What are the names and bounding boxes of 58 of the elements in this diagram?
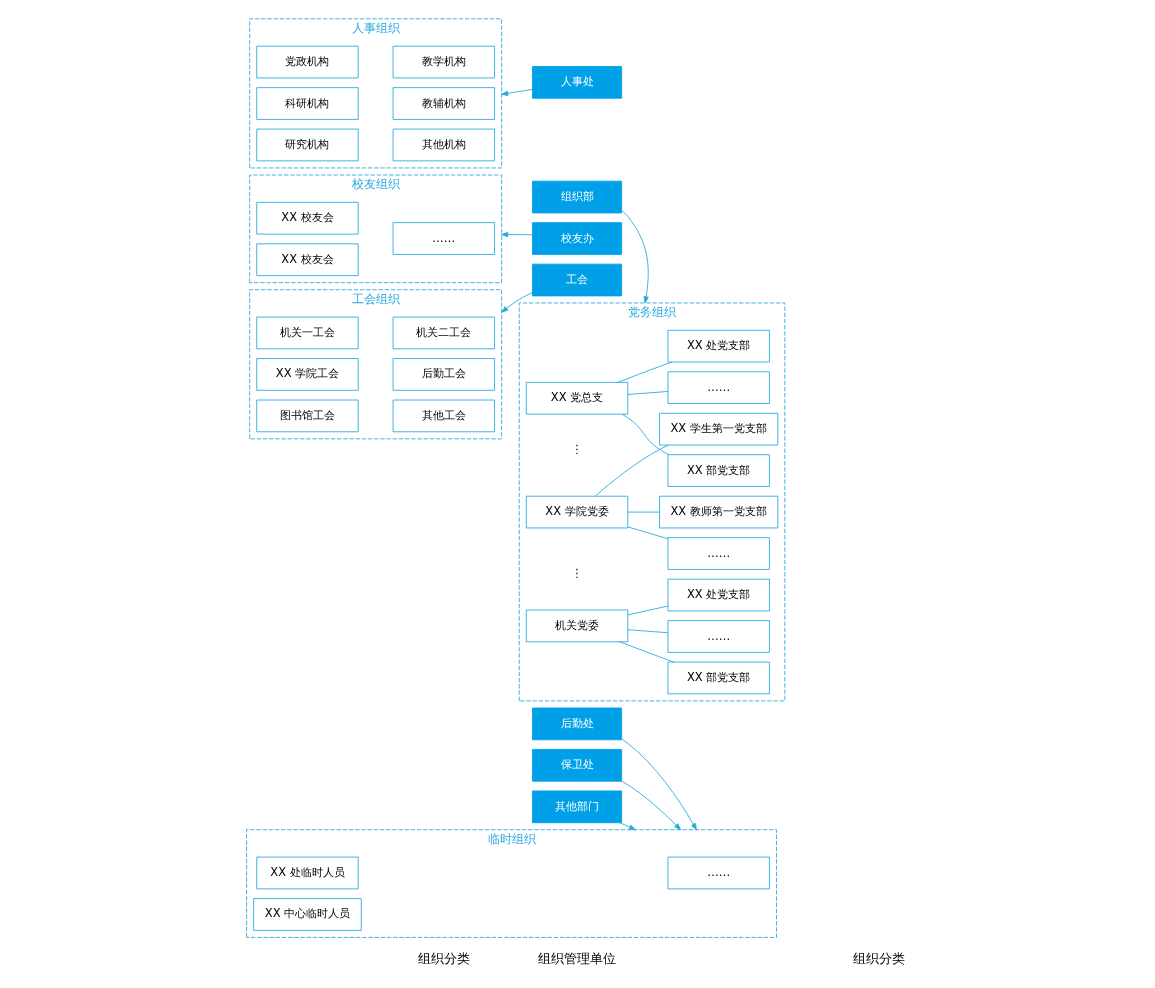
- node-box: XX 中心临时人员: [253, 898, 362, 931]
- node-box: 图书馆工会: [256, 399, 359, 433]
- node-box: 机关一工会: [256, 316, 359, 350]
- node-box: XX 部党支部: [667, 454, 770, 487]
- node-box: XX 学院党委: [525, 495, 629, 529]
- connector: [594, 444, 669, 497]
- node-box: 教学机构: [392, 45, 495, 79]
- node-box: ……: [667, 620, 770, 653]
- node-box: XX 处临时人员: [256, 856, 359, 890]
- connector: [617, 361, 673, 383]
- node-box: XX 党总支: [525, 381, 629, 415]
- label: ⋮: [571, 565, 583, 580]
- connector: [627, 629, 669, 634]
- connector: [627, 526, 669, 540]
- arrow: [621, 780, 682, 831]
- node-box: ……: [667, 371, 770, 404]
- node-box: 机关党委: [525, 609, 629, 643]
- node-box: XX 处党支部: [667, 329, 770, 363]
- arrow: [619, 822, 636, 831]
- node-box: 科研机构: [256, 87, 359, 120]
- node-box: 其他工会: [392, 399, 495, 433]
- label: ⋮: [571, 442, 583, 457]
- arrow: [501, 292, 533, 313]
- label: 组织分类: [417, 951, 470, 967]
- node-box: 其他部门: [532, 790, 623, 824]
- arrow: [621, 210, 649, 304]
- node-box: 人事处: [532, 66, 623, 99]
- node-box: XX 学院工会: [256, 358, 359, 391]
- node-box: 组织部: [532, 180, 623, 214]
- node-box: 机关二工会: [392, 316, 495, 350]
- node-box: XX 校友会: [256, 243, 359, 277]
- arrow: [621, 738, 697, 831]
- node-box: XX 处党支部: [667, 578, 770, 612]
- node-box: ……: [667, 856, 770, 890]
- connector: [627, 605, 669, 616]
- node-box: 党政机构: [256, 45, 359, 79]
- node-box: 保卫处: [532, 749, 623, 782]
- arrow: [501, 89, 533, 96]
- node-box: 其他机构: [392, 128, 495, 162]
- node-box: ……: [667, 537, 770, 570]
- node-box: ……: [392, 222, 495, 255]
- connector: [619, 641, 675, 663]
- node-box: XX 校友会: [256, 201, 359, 235]
- arrow: [501, 231, 533, 238]
- node-box: 校友办: [532, 222, 623, 255]
- node-box: 后勤工会: [392, 358, 495, 391]
- node-box: XX 学生第一党支部: [659, 412, 779, 446]
- node-box: 教辅机构: [392, 87, 495, 120]
- label: 组织管理单位: [538, 951, 617, 967]
- node-box: XX 部党支部: [667, 661, 770, 695]
- connector: [627, 391, 669, 395]
- connector: [621, 413, 670, 456]
- connector: [627, 511, 660, 513]
- node-box: 研究机构: [256, 128, 359, 162]
- label: 组织分类: [852, 951, 905, 967]
- node-box: XX 教师第一党支部: [659, 495, 779, 529]
- node-box: 后勤处: [532, 707, 623, 741]
- node-box: 工会: [532, 263, 623, 297]
